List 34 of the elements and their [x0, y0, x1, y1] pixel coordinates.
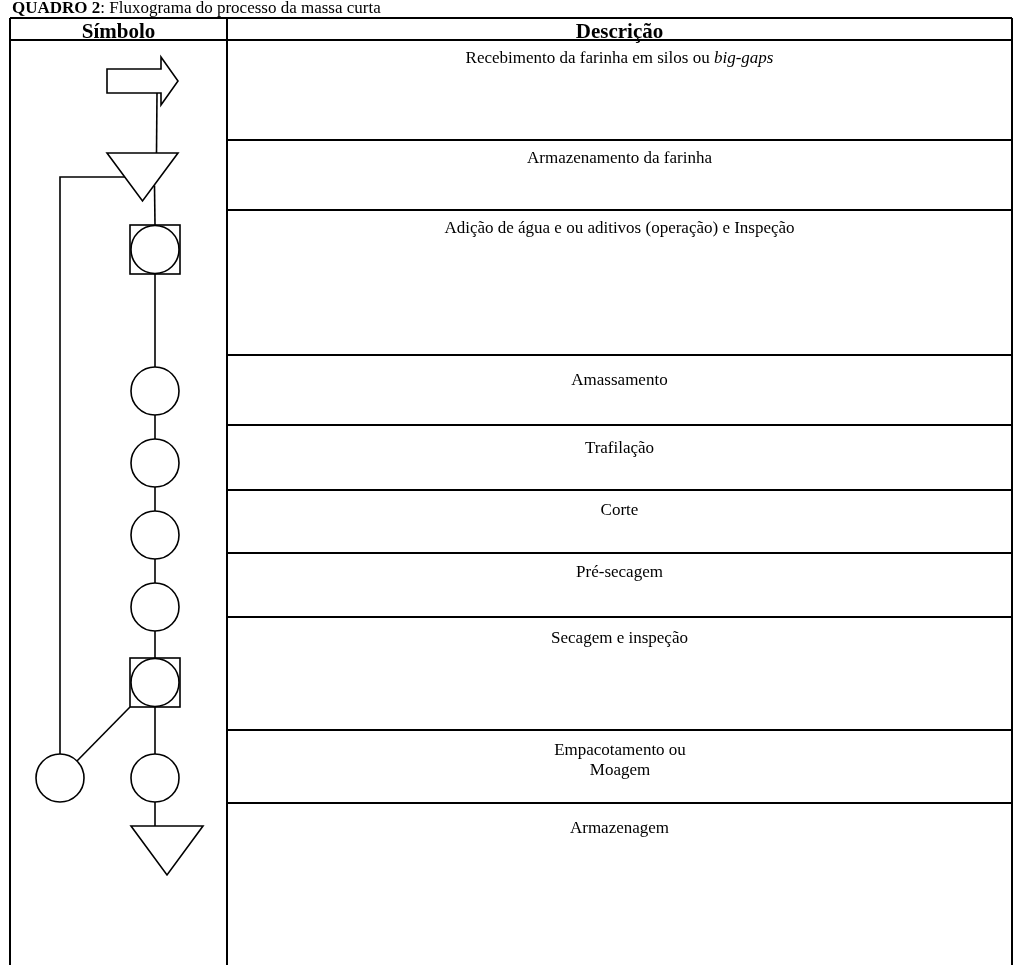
operation-inspection-symbol [129, 224, 181, 275]
connector-line [153, 184, 156, 226]
step-description: Corte [599, 500, 640, 520]
connector-line [154, 273, 156, 368]
arrow-symbol [106, 56, 180, 106]
connector-line [76, 706, 131, 762]
step-description: Recebimento da farinha em silos ou big-gaps [464, 48, 775, 68]
connector-line [154, 558, 156, 584]
connector-line [154, 414, 156, 440]
operation-circle [35, 753, 85, 803]
operation-inspection-symbol [129, 657, 181, 708]
connector-line [154, 630, 156, 659]
storage-triangle [106, 152, 179, 202]
column-header: Símbolo [80, 19, 157, 44]
connector-line [154, 706, 156, 755]
operation-circle [130, 438, 180, 488]
connector-line [154, 486, 156, 512]
step-description: Armazenamento da farinha [526, 148, 713, 168]
storage-triangle [130, 825, 204, 876]
step-description: Armazenagem [568, 818, 671, 838]
connector-line [154, 801, 156, 827]
step-description: Adição de água e ou aditivos (operação) e Inspeção [443, 218, 796, 238]
step-description: Pré-secagem [575, 562, 664, 582]
step-description: Secagem e inspeção [550, 628, 689, 648]
operation-circle [130, 753, 180, 803]
step-description: Empacotamento ou Moagem [553, 740, 687, 780]
table-caption: QUADRO 2: Fluxograma do processo da massa curta [12, 0, 381, 18]
step-description: Trafilação [583, 438, 656, 458]
column-header: Descrição [574, 19, 665, 44]
operation-circle [130, 366, 180, 416]
operation-circle [130, 510, 180, 560]
connector-line [155, 92, 158, 154]
operation-circle [130, 582, 180, 632]
step-description: Amassamento [570, 370, 669, 390]
